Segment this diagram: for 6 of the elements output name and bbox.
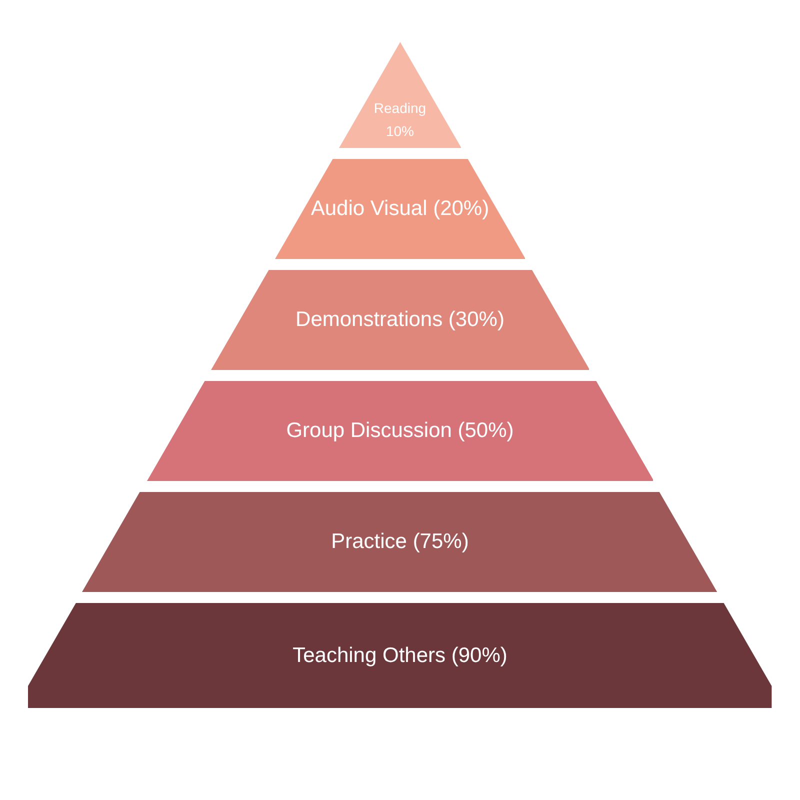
tier-label: Demonstrations (30%) xyxy=(296,307,504,334)
tier-label: Practice (75%) xyxy=(331,529,469,556)
tier-label: Reading 10% xyxy=(372,99,428,141)
tier-label: Group Discussion (50%) xyxy=(286,418,514,444)
tier-label: Audio Visual (20%) xyxy=(310,196,490,222)
tier-label: Teaching Others (90%) xyxy=(292,642,508,669)
